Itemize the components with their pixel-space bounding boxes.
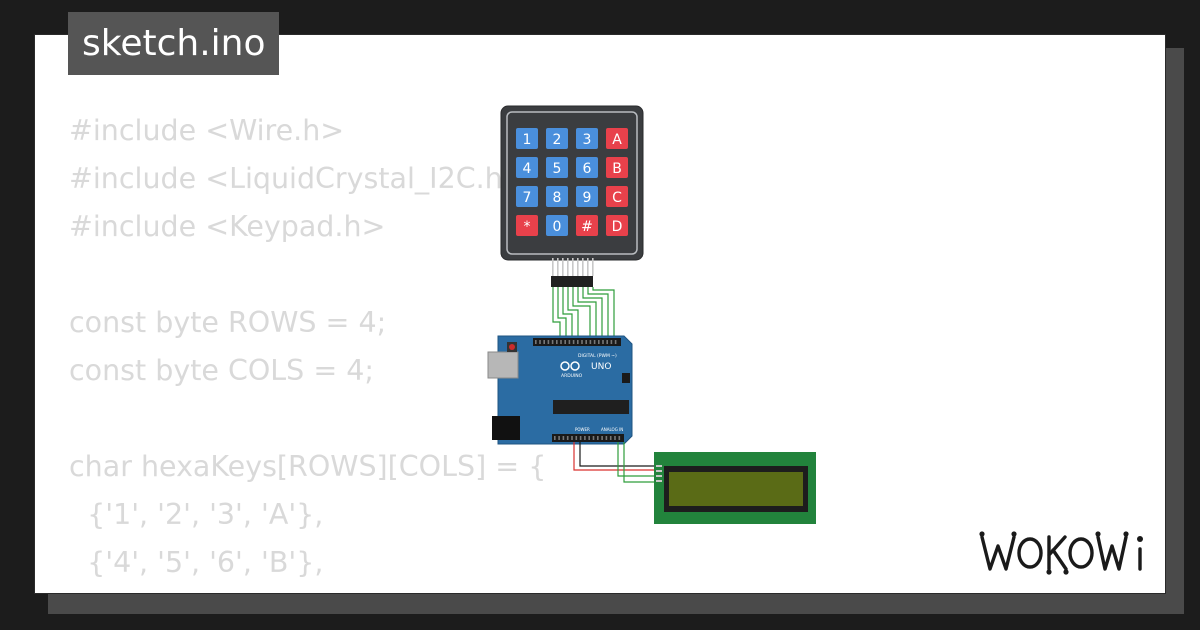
digital-label: DIGITAL (PWM ~) [578,353,617,359]
microcontroller-chip [553,400,629,414]
code-line: #include <Keypad.h> [69,210,386,243]
board-model: UNO [591,362,611,372]
keypad-key[interactable]: A [606,128,628,149]
code-line: {'1', '2', '3', 'A'}, [69,498,324,531]
lcd-display[interactable] [654,452,816,524]
key-label: 4 [523,161,532,177]
key-label: A [612,132,622,148]
keypad-key[interactable]: 0 [546,215,568,236]
key-label: 5 [553,161,562,177]
key-label: 7 [523,190,532,206]
keypad-key[interactable]: 3 [576,128,598,149]
code-line: #include <Wire.h> [69,114,345,147]
key-label: # [581,219,593,235]
filename-tag: sketch.ino [68,12,280,75]
key-label: * [524,219,531,235]
keypad-wires [552,287,615,338]
lcd-wires [573,442,660,483]
keypad-key[interactable]: 2 [546,128,568,149]
key-label: 1 [523,132,532,148]
wokwi-logo [979,531,1143,575]
keypad-key[interactable]: 6 [576,157,598,178]
keypad-key[interactable]: B [606,157,628,178]
keypad-key[interactable]: 9 [576,186,598,207]
keypad-key[interactable]: 8 [546,186,568,207]
key-label: D [612,219,623,235]
analog-label: ANALOG IN [601,427,623,432]
keypad-key[interactable]: # [576,215,598,236]
code-line: {'4', '5', '6', 'B'}, [69,546,324,579]
keypad-keys: 1 2 3 A 4 5 6 B 7 8 9 C * 0 # D [516,128,628,236]
power-label: POWER [575,427,590,432]
keypad-key[interactable]: 4 [516,157,538,178]
key-label: 0 [553,219,562,235]
key-label: 6 [583,161,592,177]
arduino-logo [560,361,580,371]
code-line: const byte ROWS = 4; [69,306,387,339]
key-label: 2 [553,132,562,148]
key-label: 8 [553,190,562,206]
key-label: B [612,161,622,177]
keypad-key[interactable]: 1 [516,128,538,149]
key-label: 9 [583,190,592,206]
code-line: char hexaKeys[ROWS][COLS] = { [69,450,547,483]
usb-port [487,351,519,379]
board-brand: ARDUINO [561,373,583,379]
keypad-key[interactable]: * [516,215,538,236]
keypad-connector [551,258,594,287]
keypad[interactable]: 1 2 3 A 4 5 6 B 7 8 9 C * 0 # D [500,105,644,261]
code-preview: #include <Wire.h> #include <LiquidCrystal… [69,107,549,593]
code-line: #include <LiquidCrystal_I2C.h> [69,162,527,195]
key-label: C [612,190,622,206]
arduino-board[interactable]: DIGITAL (PWM ~) UNO ARDUINO POWER ANALOG… [487,335,633,445]
key-label: 3 [583,132,592,148]
keypad-key[interactable]: D [606,215,628,236]
power-jack [492,416,520,440]
keypad-key[interactable]: 5 [546,157,568,178]
keypad-key[interactable]: C [606,186,628,207]
keypad-key[interactable]: 7 [516,186,538,207]
code-line: const byte COLS = 4; [69,354,375,387]
